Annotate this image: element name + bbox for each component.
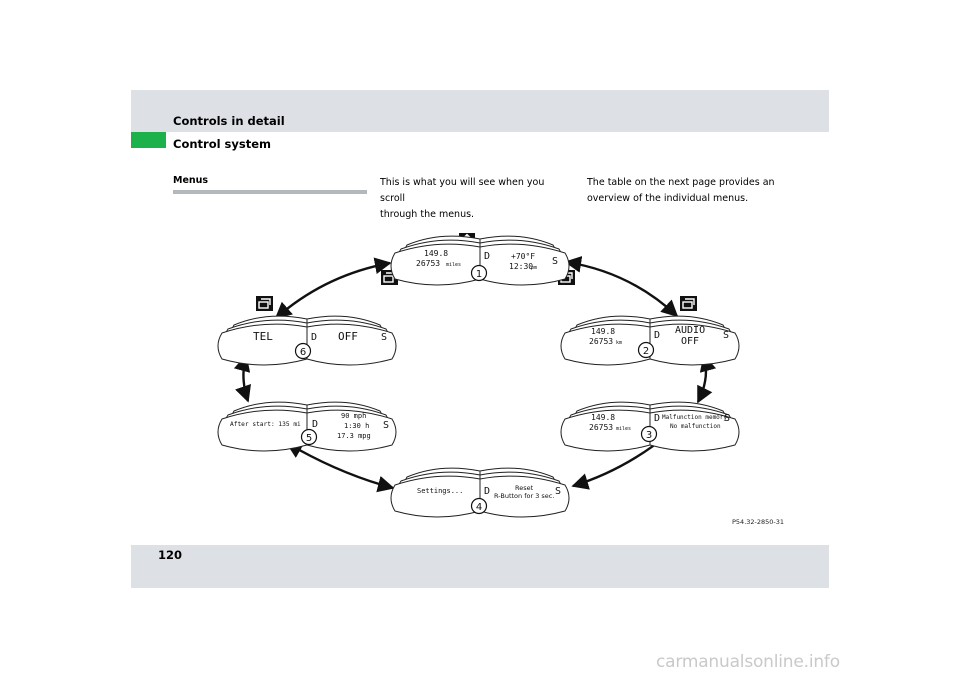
display-6-number: 6: [300, 347, 306, 358]
display-5-badge: 5: [300, 428, 318, 446]
display-6-tel: TEL: [253, 330, 273, 343]
display-5-duration: 1:30 h: [344, 422, 369, 430]
display-3-mark-s: S: [724, 413, 730, 424]
display-1-number: 1: [476, 269, 482, 280]
display-3-malfunction-memory: Malfunction memory: [662, 414, 727, 421]
display-1-time: 12:30: [509, 262, 533, 271]
display-2-mark-s: S: [723, 330, 729, 341]
side-heading: Menus: [173, 175, 209, 186]
intro-line-2: through the menus.: [380, 209, 475, 220]
display-1-unit: miles: [446, 262, 461, 268]
display-1-ampm: pm: [531, 265, 537, 271]
display-4-settings: Settings...: [417, 487, 463, 495]
display-2-text: 149.8 26753 km D AUDIO OFF S: [589, 325, 729, 347]
page-title: Controls in detail: [173, 114, 285, 128]
header-band: [131, 90, 829, 132]
display-2-badge: 2: [637, 341, 655, 359]
display-5: [217, 401, 397, 452]
display-3-badge: 3: [640, 425, 658, 443]
display-5-after-start: After start: 135 mi: [230, 421, 301, 428]
figure-reference: P54.32-2850-31: [732, 518, 785, 526]
display-6-mark-s: S: [381, 332, 387, 343]
display-1-badge: 1: [470, 264, 488, 282]
display-2: [560, 315, 740, 366]
display-1-temp: +70°F: [511, 252, 535, 261]
display-1: [390, 235, 570, 286]
watermark: carmanualsonline.info: [656, 652, 840, 672]
display-4-text: Settings... D Reset R-Button for 3 sec. …: [417, 484, 561, 500]
display-4-reset: Reset: [515, 484, 534, 492]
display-4: [390, 467, 570, 518]
overview-line-1: The table on the next page provides an: [587, 177, 775, 188]
display-4-r-button: R-Button for 3 sec.: [494, 492, 554, 500]
display-5-text: After start: 135 mi D 90 mph 1:30 h 17.3…: [230, 412, 389, 440]
display-2-speed: 149.8: [591, 327, 615, 336]
intro-line-1: This is what you will see when you scrol…: [380, 177, 545, 204]
section-tab: [131, 132, 166, 148]
arrow-5-4: [285, 441, 395, 493]
display-2-odometer: 26753: [589, 337, 613, 346]
arrow-1-6: [274, 257, 392, 320]
display-6-off: OFF: [338, 330, 358, 343]
display-3-no-malfunction: No malfunction: [670, 423, 721, 430]
display-5-mark-s: S: [383, 420, 389, 431]
display-2-off: OFF: [681, 336, 699, 347]
display-2-number: 2: [643, 346, 649, 357]
display-3-odometer: 26753: [589, 423, 613, 432]
scroll-page-icon: [256, 296, 273, 311]
side-heading-rule: [173, 190, 367, 194]
overview-text: The table on the next page provides an o…: [587, 175, 779, 207]
arrow-1-2: [564, 256, 679, 318]
display-6: [217, 315, 397, 366]
display-6-mark-d: D: [311, 332, 317, 343]
display-1-mark-d: D: [484, 251, 490, 262]
display-3-mark-d: D: [654, 413, 660, 424]
display-5-consumption: 17.3 mpg: [337, 432, 371, 440]
display-2-mark-d: D: [654, 330, 660, 341]
display-3-unit: miles: [616, 426, 631, 432]
display-4-number: 4: [476, 502, 482, 513]
display-6-badge: 6: [294, 342, 312, 360]
display-2-audio: AUDIO: [675, 325, 705, 336]
scroll-page-icon: [680, 296, 697, 311]
display-5-mark-d: D: [312, 419, 318, 430]
overview-line-2: overview of the individual menus.: [587, 193, 749, 204]
footer-band: [131, 545, 829, 588]
display-1-odometer: 26753: [416, 259, 440, 268]
display-3-speed: 149.8: [591, 413, 615, 422]
display-5-speed: 90 mph: [341, 412, 366, 420]
display-6-text: TEL D OFF S: [253, 330, 387, 343]
display-5-number: 5: [306, 433, 312, 444]
display-2-unit: km: [616, 340, 622, 346]
display-3-number: 3: [646, 430, 652, 441]
display-3-text: 149.8 26753 miles D Malfunction memory N…: [589, 413, 730, 432]
menu-arrows: [233, 256, 717, 493]
display-4-badge: 4: [470, 497, 488, 515]
display-4-mark-d: D: [484, 486, 490, 497]
display-1-speed: 149.8: [424, 249, 448, 258]
display-1-mark-s: S: [552, 256, 558, 267]
display-4-mark-s: S: [555, 486, 561, 497]
page-number: 120: [158, 548, 183, 562]
display-3: [560, 401, 740, 452]
display-1-text: 149.8 26753 miles D +70°F 12:30 pm S: [416, 249, 558, 271]
intro-text: This is what you will see when you scrol…: [380, 175, 572, 223]
page-subtitle: Control system: [173, 137, 272, 151]
